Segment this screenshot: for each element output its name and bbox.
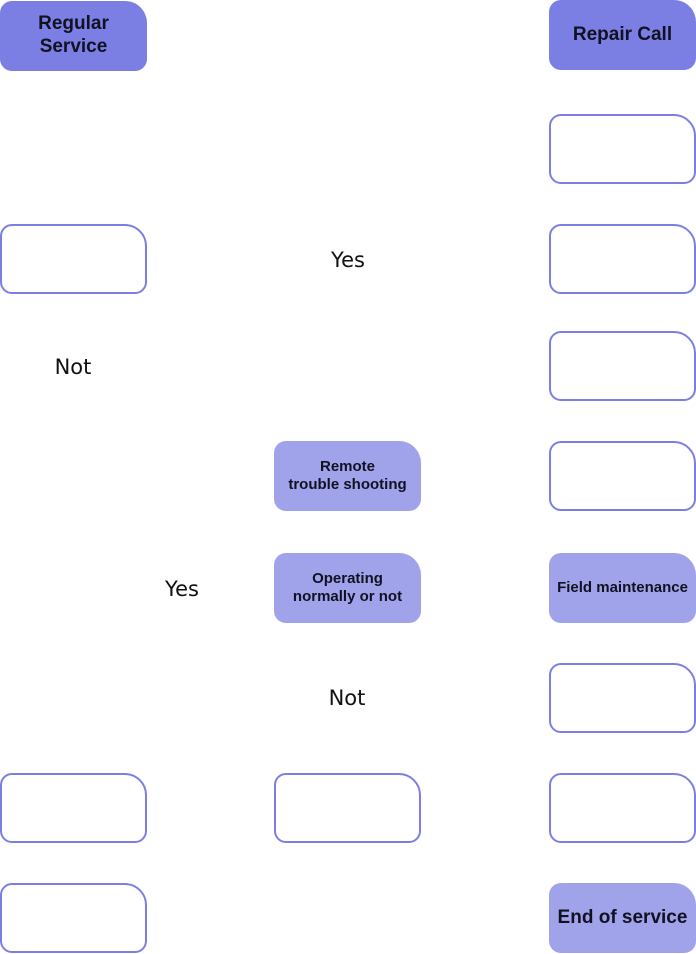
not-label-left: Not xyxy=(54,355,92,379)
repair-step-2-box xyxy=(549,224,696,294)
regular-step-1-box xyxy=(0,224,147,294)
operating-check-box: Operating normally or not xyxy=(274,553,421,623)
not-label-middle: Not xyxy=(328,686,366,710)
repair-call-header: Repair Call xyxy=(549,0,696,70)
repair-step-8-box xyxy=(549,773,696,843)
end-of-service-label: End of service xyxy=(557,906,688,928)
repair-call-header-label: Repair Call xyxy=(572,23,673,45)
repair-step-3-box xyxy=(549,331,696,401)
regular-service-header-label: Regular Service xyxy=(38,13,109,57)
repair-step-4-box xyxy=(549,441,696,511)
yes-label-top: Yes xyxy=(331,248,365,272)
operating-check-label: Operating normally or not xyxy=(292,570,403,605)
repair-step-1-box xyxy=(549,114,696,184)
regular-step-3-box xyxy=(0,883,147,953)
middle-step-1-box xyxy=(274,773,421,843)
repair-step-7-box xyxy=(549,663,696,733)
remote-troubleshooting-label: Remote trouble shooting xyxy=(288,458,407,493)
yes-label-middle: Yes xyxy=(165,577,199,601)
field-maintenance-box: Field maintenance xyxy=(549,553,696,623)
end-of-service-box: End of service xyxy=(549,883,696,953)
field-maintenance-label: Field maintenance xyxy=(557,579,688,596)
remote-troubleshooting-box: Remote trouble shooting xyxy=(274,441,421,511)
regular-step-2-box xyxy=(0,773,147,843)
regular-service-header: Regular Service xyxy=(0,1,147,71)
